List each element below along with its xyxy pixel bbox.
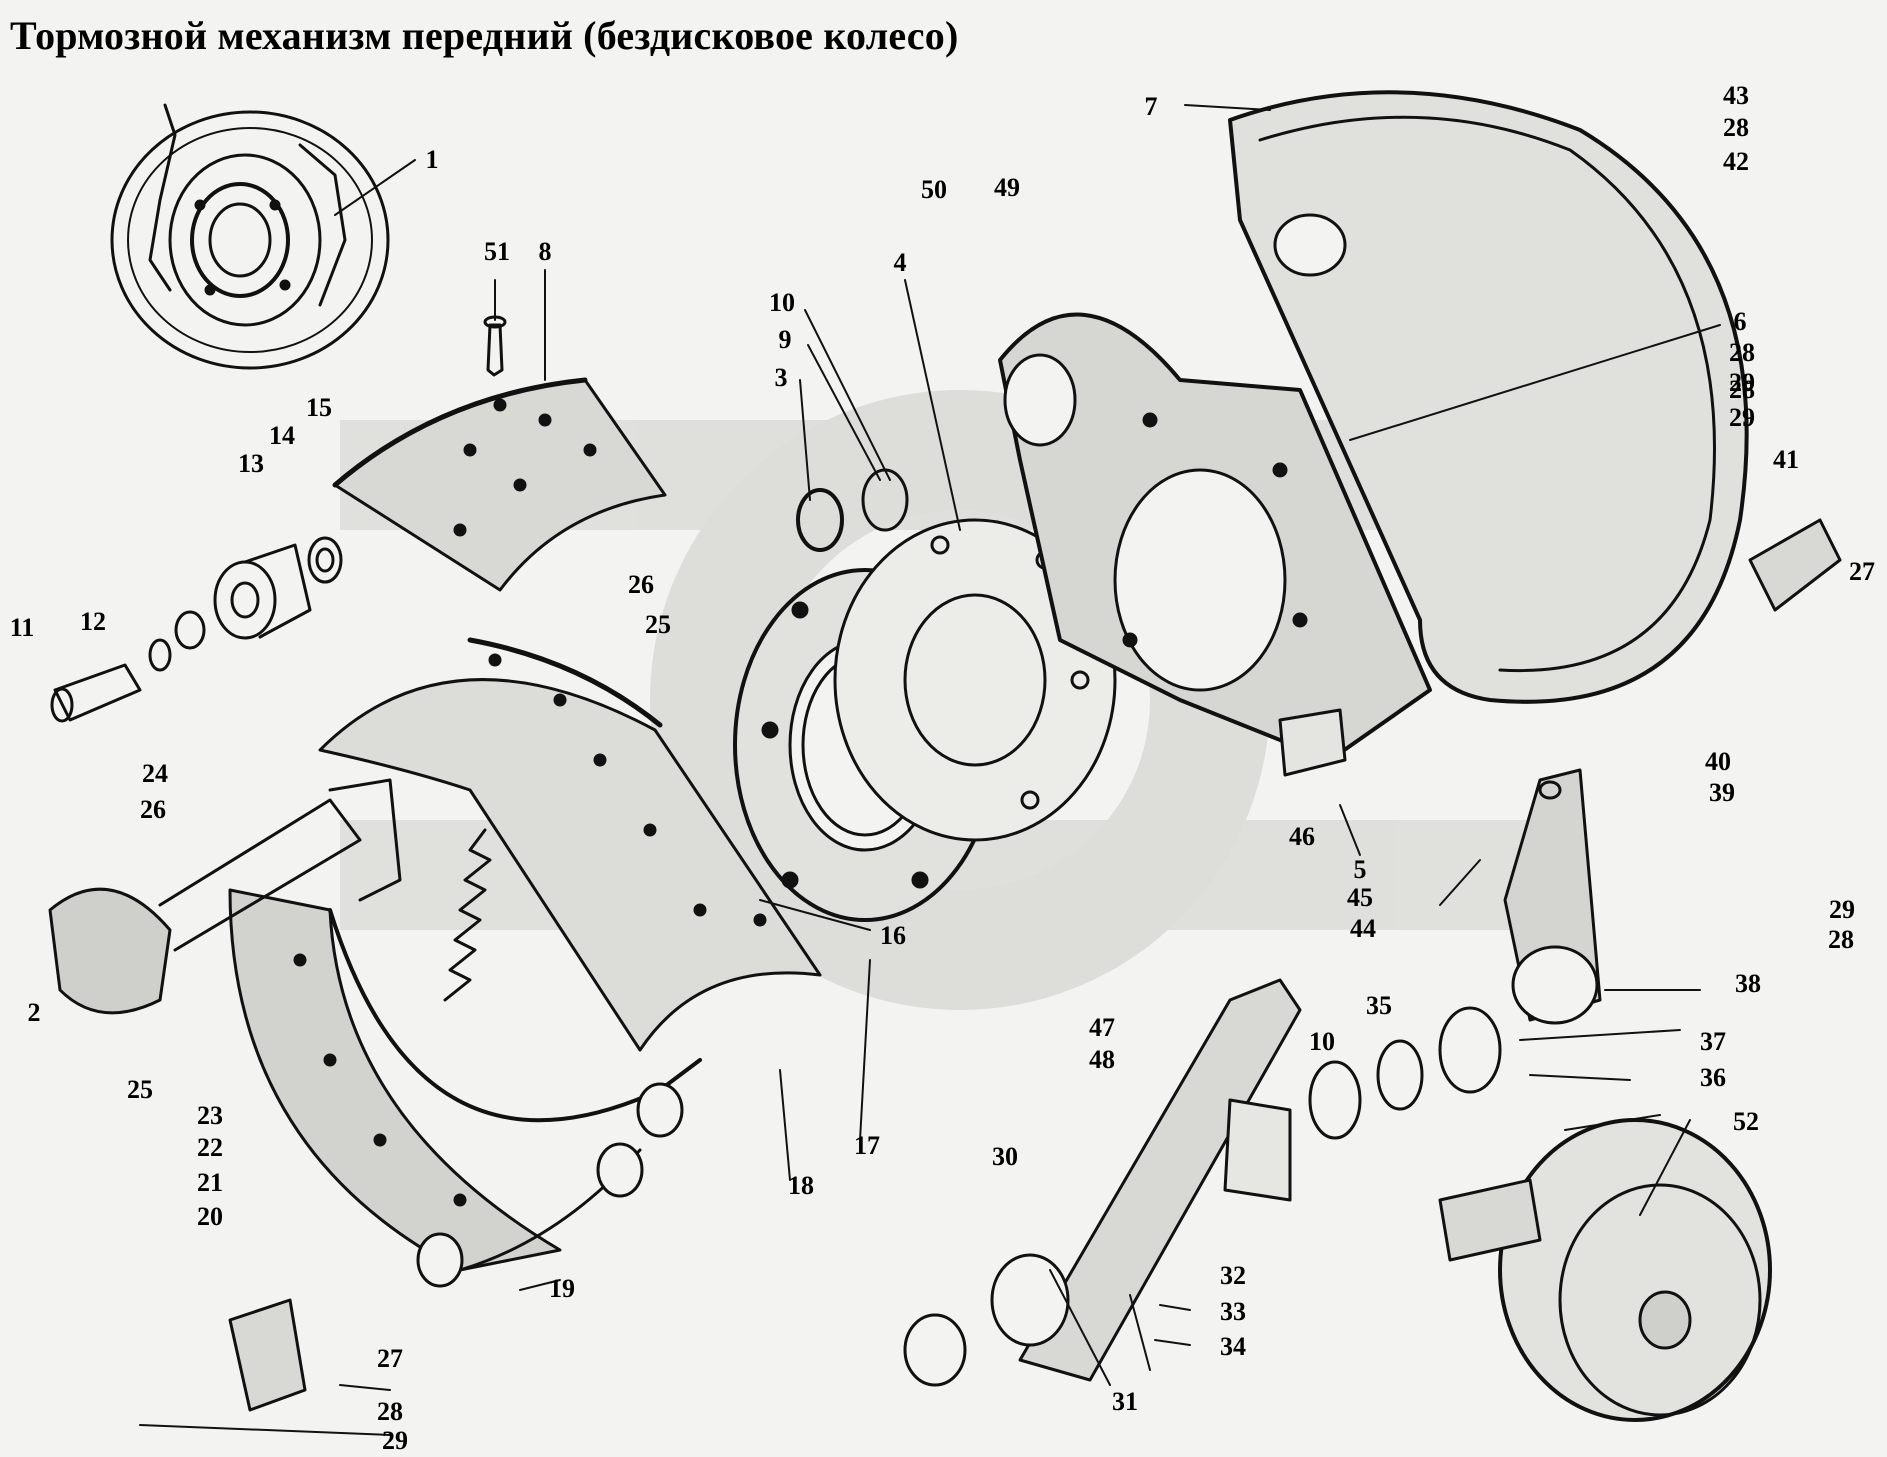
callout-28a: 28	[1723, 113, 1749, 142]
callout-43: 43	[1723, 81, 1749, 110]
callout-11: 11	[9, 613, 35, 642]
lower-rings	[1308, 1006, 1502, 1140]
callout-28d: 28	[377, 1397, 403, 1426]
bushing-group	[148, 536, 343, 672]
leader-lines	[139, 104, 1721, 1436]
callout-29b: 29	[1829, 895, 1855, 924]
callout-39: 39	[1709, 778, 1735, 807]
callout-34: 34	[1220, 1332, 1246, 1361]
callout-35: 35	[1366, 991, 1392, 1020]
slack-adjuster	[1503, 768, 1602, 1025]
chamber-bracket	[903, 978, 1302, 1387]
diagram-title: Тормозной механизм передний (бездисковое…	[10, 13, 959, 58]
callout-52: 52	[1733, 1107, 1759, 1136]
rivet-bolt	[483, 315, 507, 377]
return-spring	[443, 828, 492, 1002]
callout-2: 2	[27, 998, 41, 1027]
callout-32: 32	[1220, 1261, 1246, 1290]
callout-21: 21	[197, 1168, 223, 1197]
callout-7: 7	[1144, 92, 1158, 121]
brake-shoe-upper	[318, 637, 822, 1052]
callout-10a: 10	[769, 288, 795, 317]
brake-shoe-lower	[228, 888, 702, 1288]
callout-27b: 27	[377, 1344, 403, 1373]
backing-plate-assembly	[110, 103, 390, 370]
callout-46: 46	[1289, 822, 1315, 851]
callout-18: 18	[788, 1171, 814, 1200]
callout-45: 45	[1347, 883, 1373, 912]
brake-shoe-lining	[332, 377, 667, 592]
callout-5: 5	[1353, 855, 1367, 884]
callout-10b: 10	[1309, 1027, 1335, 1056]
callout-1: 1	[425, 145, 439, 174]
callout-28b: 28	[1729, 338, 1755, 367]
callout-24: 24	[142, 759, 168, 788]
callout-27a: 27	[1849, 557, 1875, 586]
callout-44: 44	[1350, 914, 1376, 943]
callout-8: 8	[538, 237, 552, 266]
callout-15: 15	[306, 393, 332, 422]
callout-41: 41	[1773, 445, 1799, 474]
callout-20: 20	[197, 1202, 223, 1231]
callout-19: 19	[549, 1274, 575, 1303]
callout-4: 4	[893, 248, 907, 277]
callout-36: 36	[1700, 1063, 1726, 1092]
callout-33: 33	[1220, 1297, 1246, 1326]
callout-14: 14	[269, 421, 295, 450]
brake-chamber	[1438, 1118, 1772, 1422]
callout-26a: 26	[628, 570, 654, 599]
callout-38: 38	[1735, 969, 1761, 998]
callout-17: 17	[854, 1131, 880, 1160]
callout-29c: 29	[382, 1426, 408, 1455]
callout-28c: 28	[1828, 925, 1854, 954]
callout-3: 3	[774, 363, 788, 392]
callout-12: 12	[80, 607, 106, 636]
callout-26b: 26	[140, 795, 166, 824]
callout-22: 22	[197, 1133, 223, 1162]
callout-6: 6	[1733, 307, 1747, 336]
callout-23: 23	[197, 1101, 223, 1130]
callout-50: 50	[921, 175, 947, 204]
callout-9: 9	[778, 325, 792, 354]
bracket-housing	[998, 312, 1432, 777]
brake-drum-shield	[833, 518, 1117, 842]
expander-camshaft	[48, 778, 402, 1015]
callout-29a: 29	[1729, 368, 1755, 397]
callout-30: 30	[992, 1142, 1018, 1171]
callout-28e: 28	[1729, 375, 1755, 404]
callout-48: 48	[1089, 1045, 1115, 1074]
callout-29d: 29	[1729, 403, 1755, 432]
anchor-pins	[50, 663, 142, 723]
callout-25b: 25	[127, 1075, 153, 1104]
callout-42: 42	[1723, 147, 1749, 176]
callout-40: 40	[1705, 747, 1731, 776]
callout-16: 16	[880, 921, 906, 950]
callout-47: 47	[1089, 1013, 1115, 1042]
lock-plates	[228, 518, 1842, 1412]
callout-49: 49	[994, 173, 1020, 202]
callout-51: 51	[484, 237, 510, 266]
callout-25a: 25	[645, 610, 671, 639]
callout-37: 37	[1700, 1027, 1726, 1056]
callout-13: 13	[238, 449, 264, 478]
callout-31: 31	[1112, 1387, 1138, 1416]
